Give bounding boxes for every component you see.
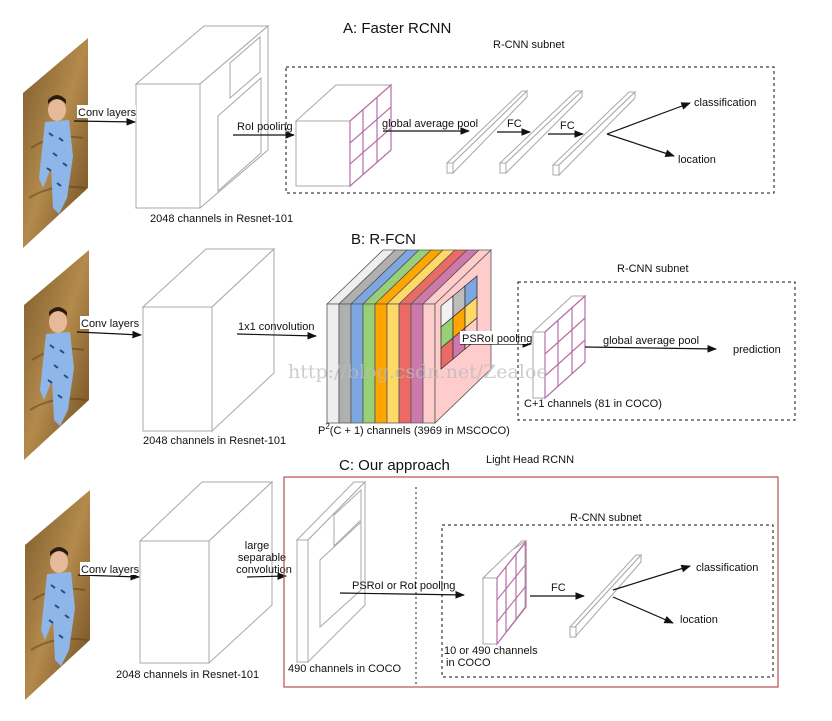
subnet-label-a: R-CNN subnet: [493, 39, 565, 51]
prediction-label-b: prediction: [733, 344, 781, 356]
fc1-label-a: FC: [507, 118, 522, 130]
pool-label-c: PSRoI or RoI pooling: [352, 580, 455, 592]
conv-label-a: Conv layers: [78, 107, 137, 119]
panel-a-title: A: Faster RCNN: [343, 20, 451, 37]
pooled-maps-b: [531, 294, 587, 400]
cls-arrow-a: [606, 102, 691, 135]
gap-label-b: global average pool: [603, 335, 699, 347]
light-head-frame: [283, 476, 779, 688]
backbone-block-c: [138, 480, 274, 665]
input-image-a: [22, 37, 89, 249]
conv-label-c: Conv layers: [81, 564, 140, 576]
subnet-frame-c: [441, 524, 774, 678]
lsc-arrow-c: [246, 572, 287, 581]
backbone-block-a: [134, 24, 270, 210]
score-caption-b: P2(C + 1) channels (3969 in MSCOCO): [318, 422, 510, 437]
panel-b: B: R-FCN 2048 channels in Resnet-101 Con…: [23, 231, 796, 461]
pooled-caption-b: C+1 channels (81 in COCO): [524, 398, 662, 410]
backbone-caption-a: 2048 channels in Resnet-101: [150, 213, 293, 225]
panel-c: C: Our approach Light Head RCNN 2048 cha…: [24, 454, 779, 701]
backbone-caption-b: 2048 channels in Resnet-101: [143, 435, 286, 447]
cls-arrow-c: [612, 564, 691, 591]
loc-arrow-a: [606, 133, 675, 157]
gap-label-a: global average pool: [382, 118, 478, 130]
loc-label-c: location: [680, 614, 718, 626]
gap-arrow-b: [584, 345, 717, 353]
input-image-c: [24, 489, 91, 701]
loc-arrow-c: [612, 596, 674, 624]
pooled-caption-c-line2: in COCO: [446, 657, 491, 669]
feature-roi-small-c: [333, 488, 362, 548]
panel-b-title: B: R-FCN: [351, 231, 416, 248]
watermark: http://blog.csdn.net/Zealoe: [288, 361, 548, 383]
subnet-label-b: R-CNN subnet: [617, 263, 689, 275]
thin-feature-map-c: [295, 480, 367, 664]
conv-arrow-a: [73, 118, 136, 126]
conv1x1-arrow-b: [236, 331, 317, 340]
conv-label-b: Conv layers: [81, 318, 140, 330]
pool-arrow-c: [339, 591, 465, 599]
fc-bar-1: [445, 89, 529, 175]
cls-label-a: classification: [694, 97, 756, 109]
subnet-frame-a: [285, 66, 775, 194]
roi-label-a: RoI pooling: [237, 121, 293, 133]
fc2-label-a: FC: [560, 120, 575, 132]
thin-caption-c: 490 channels in COCO: [288, 663, 402, 675]
loc-label-a: location: [678, 154, 716, 166]
feature-roi-small: [229, 35, 261, 100]
backbone-block-b: [141, 247, 276, 433]
cls-label-c: classification: [696, 562, 758, 574]
fc-bar-3: [551, 90, 637, 177]
subnet-label-c: R-CNN subnet: [570, 512, 642, 524]
pooled-maps-c: [481, 539, 528, 646]
panel-c-title: C: Our approach: [339, 457, 450, 474]
panel-a: A: Faster RCNN 2048 channels in Resnet-1…: [22, 20, 775, 249]
pooled-caption-c-line1: 10 or 490 channels: [444, 645, 538, 657]
conv-arrow-c: [77, 572, 140, 581]
subnet-frame-b: [517, 281, 796, 421]
backbone-caption-c: 2048 channels in Resnet-101: [116, 669, 259, 681]
pooled-cube-a: [294, 83, 393, 188]
lsc-label-line2: separable: [238, 552, 286, 564]
light-head-label: Light Head RCNN: [486, 454, 574, 466]
fc-bar-2: [498, 89, 584, 175]
fc-bar-c: [568, 553, 643, 639]
conv1x1-label-b: 1x1 convolution: [238, 321, 314, 333]
psroi-label-b: PSRoI pooling: [462, 333, 532, 345]
lsc-label-line1: large: [245, 540, 269, 552]
feature-roi-large-c: [319, 520, 362, 629]
conv-arrow-b: [76, 330, 142, 339]
fc-label-c: FC: [551, 582, 566, 594]
input-image-b: [23, 249, 90, 461]
